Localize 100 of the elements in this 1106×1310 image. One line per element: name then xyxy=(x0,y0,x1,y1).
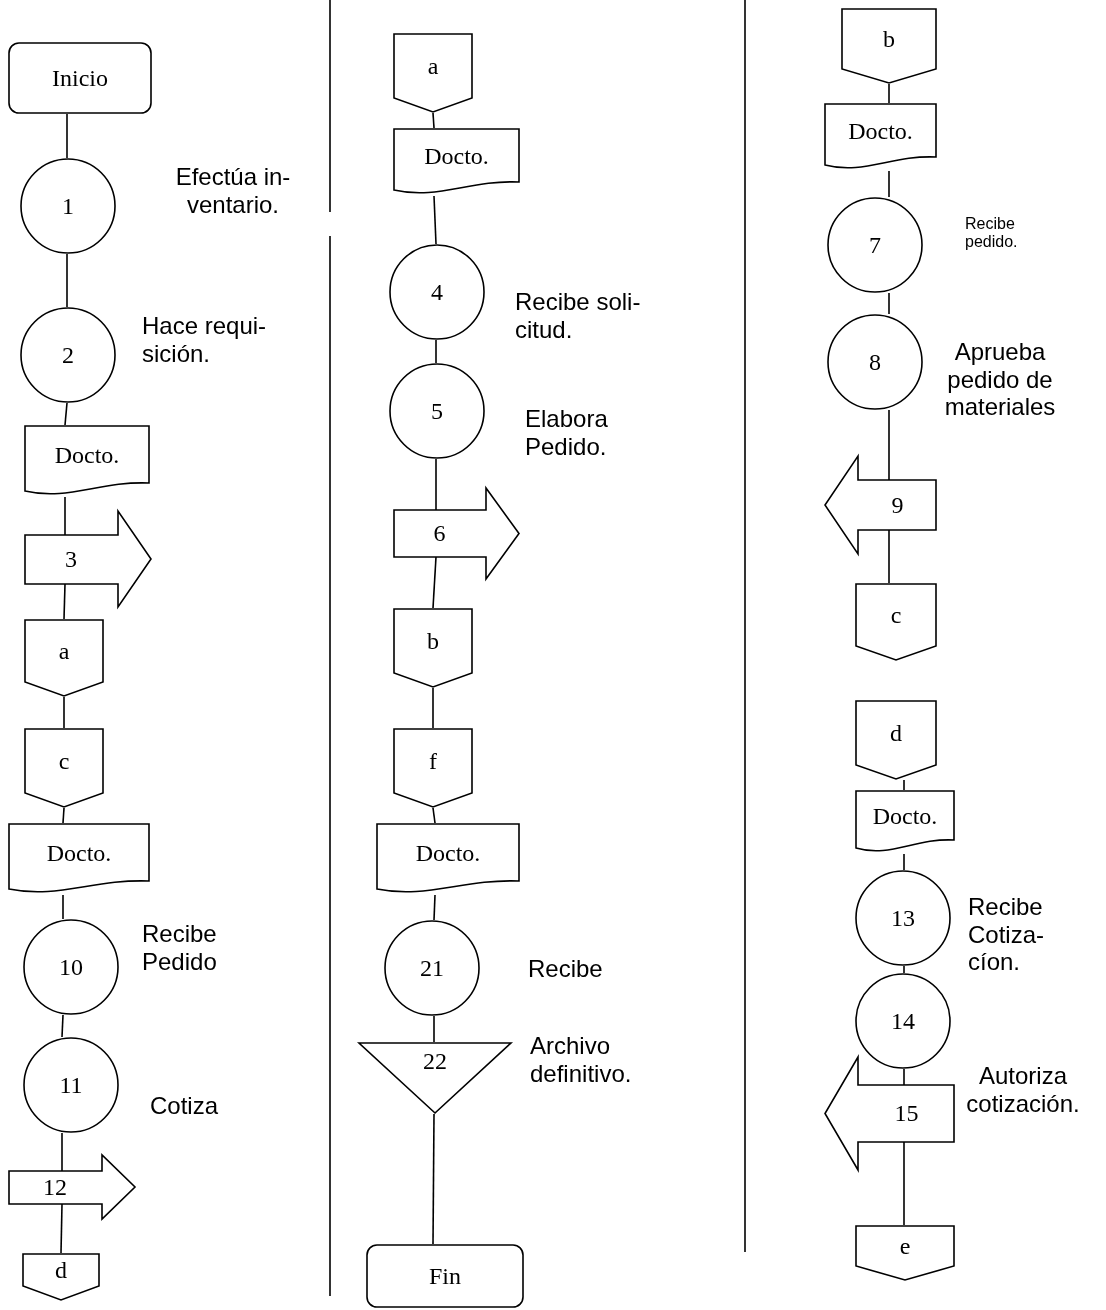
connector-line xyxy=(63,696,65,729)
shape-label: 15 xyxy=(894,1100,919,1127)
connector-line xyxy=(903,853,905,871)
shape-label: 6 xyxy=(433,520,446,547)
shape-label: f xyxy=(429,747,437,775)
connector-line xyxy=(433,195,437,245)
connector-line xyxy=(60,1203,63,1254)
step-description: Cotiza xyxy=(150,1092,220,1120)
connector-line xyxy=(66,113,68,159)
connector-pentagon xyxy=(841,8,937,84)
connector-line xyxy=(432,687,434,729)
shape-label: a xyxy=(58,637,70,665)
transport-symbol xyxy=(8,1154,136,1220)
shape-label: 21 xyxy=(420,954,444,982)
shape-label: c xyxy=(58,747,70,775)
step-description: Elabora Pedido. xyxy=(525,405,609,461)
connector-line xyxy=(432,1113,435,1245)
connector-line xyxy=(61,1014,64,1038)
step-description: Aprueba pedido de materiales xyxy=(943,338,1057,421)
connector-line xyxy=(64,496,66,536)
connector-line xyxy=(61,1132,63,1172)
connector-line xyxy=(888,170,890,198)
process-circle xyxy=(384,920,480,1016)
shape-label: 5 xyxy=(431,397,443,425)
step-description: Hace requi- sición. xyxy=(142,312,268,368)
process-circle xyxy=(389,363,485,459)
connector-line xyxy=(888,292,890,315)
shape-label: Docto. xyxy=(848,117,913,145)
document-shape xyxy=(855,790,955,854)
connector-line xyxy=(903,965,905,974)
shape-label: 3 xyxy=(65,545,77,573)
step-description: Recibe pedido. xyxy=(965,215,1019,252)
process-circle xyxy=(20,158,116,254)
shape-label: Docto. xyxy=(424,142,489,170)
storage-triangle xyxy=(358,1042,512,1114)
process-circle xyxy=(827,197,923,293)
shape-label: Docto. xyxy=(54,441,120,469)
document-shape xyxy=(8,823,150,895)
shape-label: Fin xyxy=(429,1262,461,1290)
connector-line xyxy=(433,894,436,921)
document-shape xyxy=(393,128,520,196)
connector-line xyxy=(432,807,436,824)
transport-symbol xyxy=(824,455,937,555)
shape-label: Docto. xyxy=(46,839,112,867)
shape-label: 9 xyxy=(891,491,904,519)
step-description: Recibe Pedido xyxy=(142,920,218,976)
shape-label: Docto. xyxy=(415,839,481,867)
document-shape xyxy=(376,823,520,895)
connector-pentagon xyxy=(24,728,104,808)
connector-line xyxy=(903,779,905,791)
transport-symbol xyxy=(824,1056,955,1171)
connector-line xyxy=(888,409,890,481)
connector-pentagon xyxy=(393,608,473,688)
process-circle xyxy=(23,919,119,1015)
connector-line xyxy=(435,458,437,511)
step-description: Autoriza cotización. xyxy=(965,1062,1081,1118)
connector-line xyxy=(432,112,435,129)
shape-label: 2 xyxy=(62,341,74,369)
connector-pentagon xyxy=(22,1253,100,1301)
shape-label: c xyxy=(890,601,902,629)
shape-label: e xyxy=(899,1232,911,1260)
transport-symbol xyxy=(24,510,152,608)
connector-line xyxy=(66,253,68,308)
shape-label: b xyxy=(883,25,895,53)
connector-line xyxy=(63,583,66,620)
connector-line xyxy=(62,807,65,824)
process-circle xyxy=(827,314,923,410)
shape-label: Inicio xyxy=(52,64,108,92)
step-description: Recibe xyxy=(528,955,604,983)
terminator-box xyxy=(366,1244,524,1308)
transport-symbol xyxy=(393,487,520,580)
shape-label: d xyxy=(55,1256,67,1284)
shape-label: 7 xyxy=(869,231,881,259)
process-circle xyxy=(855,870,951,966)
connector-line xyxy=(435,339,437,364)
shape-label: Docto. xyxy=(872,802,938,830)
shape-label: 1 xyxy=(62,192,74,220)
shape-label: 11 xyxy=(59,1071,83,1099)
shape-label: 8 xyxy=(869,348,881,376)
shape-label: d xyxy=(890,719,902,747)
connector-line xyxy=(888,83,890,104)
document-shape xyxy=(824,103,937,171)
connector-line xyxy=(432,556,437,609)
step-description: Recibe Cotiza- cíon. xyxy=(968,893,1046,976)
step-description: Recibe soli- citud. xyxy=(515,288,642,344)
connector-pentagon xyxy=(393,728,473,808)
process-circle xyxy=(855,973,951,1069)
connector-pentagon xyxy=(855,1225,955,1281)
shape-label: 22 xyxy=(423,1047,447,1075)
shape-label: 10 xyxy=(59,953,83,981)
document-shape xyxy=(24,425,150,497)
shape-label: a xyxy=(427,52,439,80)
step-description: Efectúa in- ventario. xyxy=(174,163,292,219)
shape-label: b xyxy=(427,627,439,655)
shape-label: 14 xyxy=(891,1007,915,1035)
connector-line xyxy=(903,1068,905,1086)
process-circle xyxy=(23,1037,119,1133)
connector-pentagon xyxy=(393,33,473,113)
connector-line xyxy=(433,1015,435,1043)
shape-label: 13 xyxy=(891,904,915,932)
